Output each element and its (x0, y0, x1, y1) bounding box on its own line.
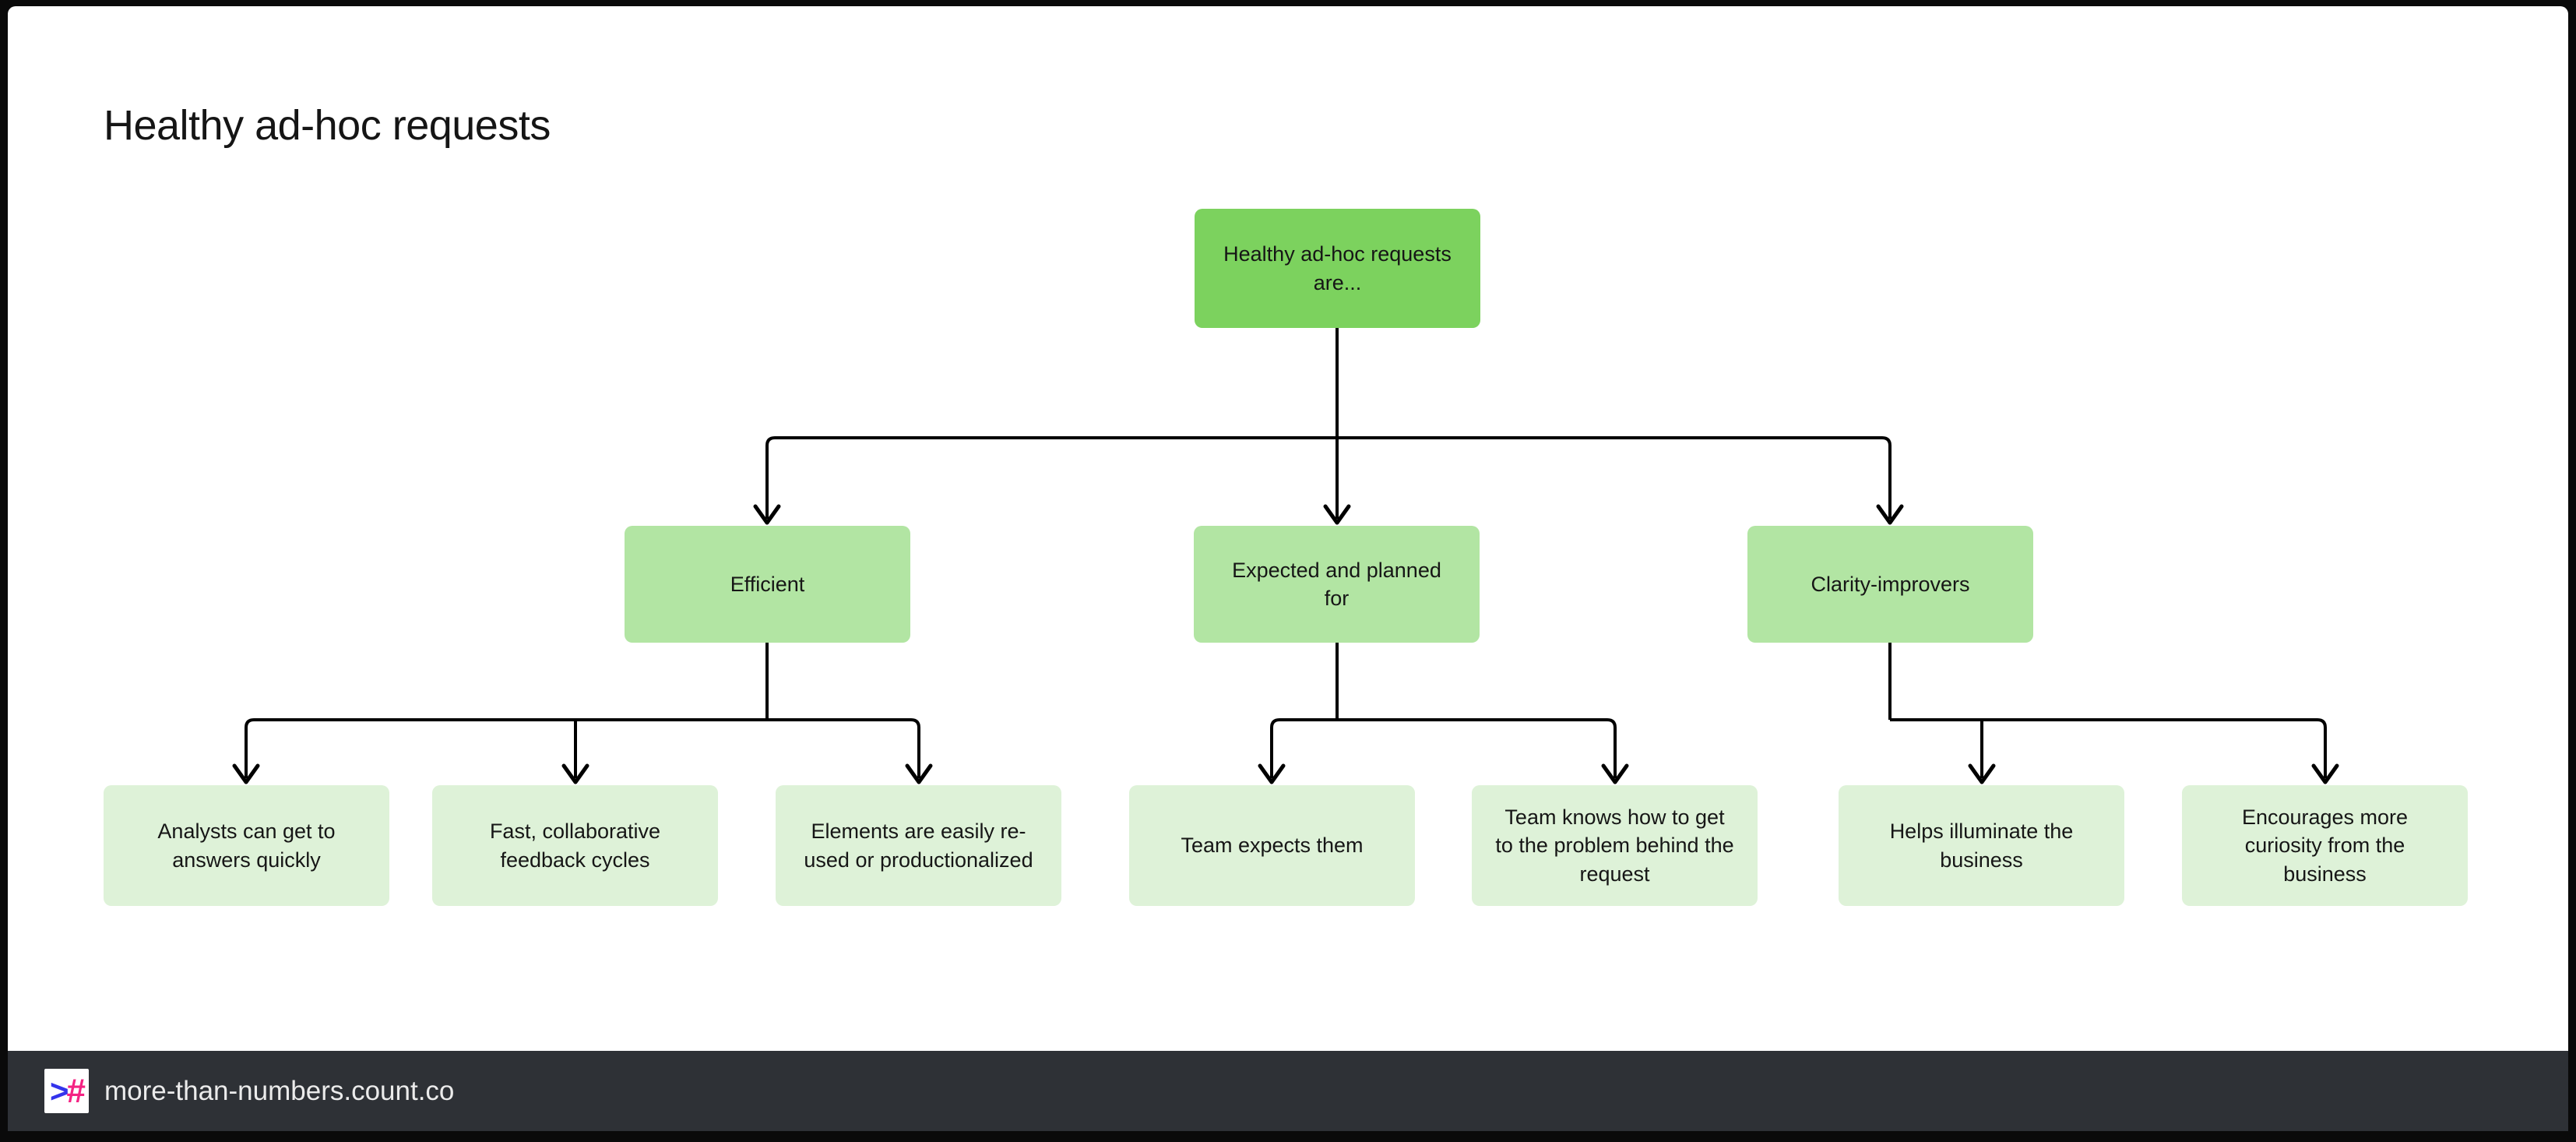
node-leaf-label: Elements are easily re-used or productio… (804, 819, 1033, 872)
footer-bar: > # more-than-numbers.count.co (8, 1051, 2568, 1131)
node-leaf-curiosity-business[interactable]: Encourages more curiosity from the busin… (2182, 785, 2468, 906)
node-branch-efficient[interactable]: Efficient (625, 526, 910, 643)
node-leaf-feedback-cycles[interactable]: Fast, collaborative feedback cycles (432, 785, 718, 906)
count-logo-icon: > # (44, 1069, 89, 1113)
node-branch-label: Expected and planned for (1232, 558, 1441, 610)
node-root[interactable]: Healthy ad-hoc requests are... (1195, 209, 1480, 328)
node-branch-expected[interactable]: Expected and planned for (1194, 526, 1480, 643)
node-leaf-reused-productionalized[interactable]: Elements are easily re-used or productio… (776, 785, 1061, 906)
node-branch-label: Efficient (730, 572, 805, 596)
node-leaf-label: Team expects them (1181, 834, 1364, 858)
logo-chevron-glyph: > (49, 1072, 69, 1109)
node-leaf-illuminate-business[interactable]: Helps illuminate the business (1839, 785, 2124, 906)
node-root-label: Healthy ad-hoc requests are... (1223, 242, 1452, 294)
page-title: Healthy ad-hoc requests (104, 102, 551, 149)
logo-hash-glyph: # (66, 1071, 86, 1110)
node-leaf-problem-behind-request[interactable]: Team knows how to get to the problem beh… (1472, 785, 1758, 906)
node-leaf-label: Encourages more curiosity from the busin… (2241, 805, 2409, 886)
node-leaf-answers-quickly[interactable]: Analysts can get to answers quickly (104, 785, 389, 906)
footer-url[interactable]: more-than-numbers.count.co (104, 1075, 455, 1106)
node-leaf-label: Helps illuminate the business (1889, 819, 2074, 872)
node-leaf-label: Team knows how to get to the problem beh… (1495, 805, 1734, 886)
node-branch-label: Clarity-improvers (1811, 572, 1970, 596)
node-branch-clarity[interactable]: Clarity-improvers (1747, 526, 2033, 643)
node-leaf-team-expects[interactable]: Team expects them (1129, 785, 1415, 906)
node-leaf-label: Analysts can get to answers quickly (157, 819, 336, 872)
node-leaf-label: Fast, collaborative feedback cycles (489, 819, 661, 872)
